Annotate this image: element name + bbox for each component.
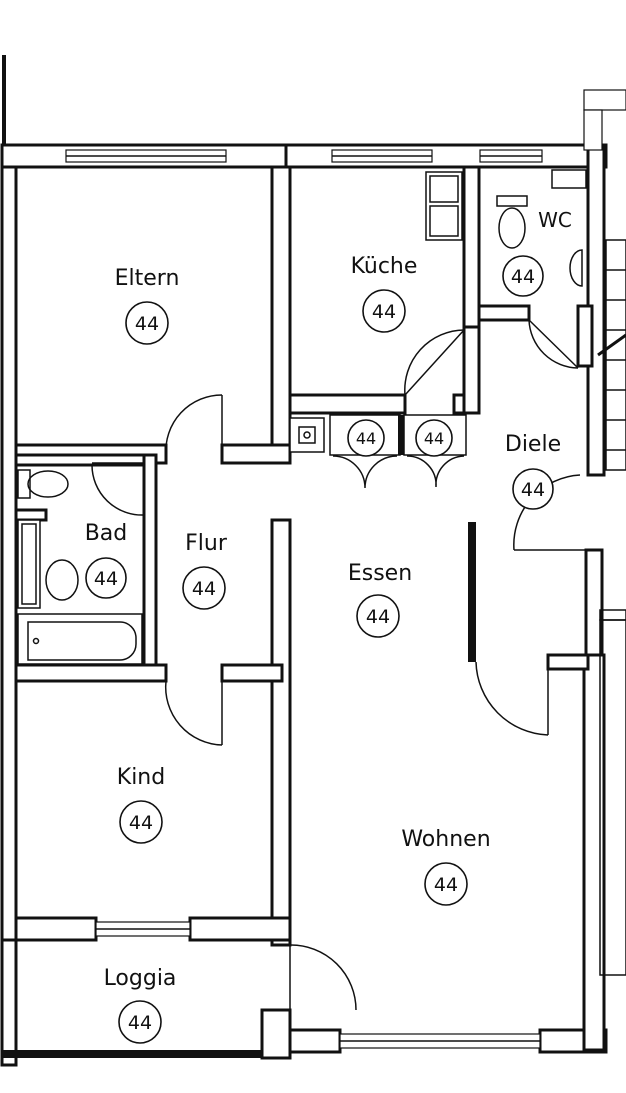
room-label-bad: Bad bbox=[85, 521, 128, 546]
staircase bbox=[597, 239, 626, 471]
room-code-bad: 44 bbox=[94, 568, 118, 590]
wall-kind-bottom-left bbox=[14, 916, 98, 942]
room-code-wohnen: 44 bbox=[434, 874, 458, 896]
room-label-essen: Essen bbox=[348, 561, 412, 586]
door-wohnen bbox=[475, 661, 549, 736]
wall-eltern-kueche bbox=[270, 165, 292, 454]
wall-left bbox=[0, 143, 18, 942]
room-code-wc: 44 bbox=[511, 266, 535, 288]
room-label-diele: Diele bbox=[505, 432, 561, 457]
room-label-kueche: Küche bbox=[351, 254, 418, 279]
stove-icon bbox=[289, 417, 325, 453]
wall-wohnen-right bbox=[582, 653, 606, 1052]
bad-toilet-icon bbox=[27, 470, 69, 498]
doors bbox=[91, 319, 586, 1011]
wall-kueche-bottom bbox=[288, 393, 407, 415]
wall-loggia-left bbox=[0, 938, 18, 1067]
room-code-diele: 44 bbox=[521, 479, 545, 501]
bad-sink-icon bbox=[45, 559, 79, 601]
door-bad bbox=[91, 464, 145, 516]
door-loggia bbox=[289, 944, 357, 1011]
wall-wc-bottom bbox=[477, 304, 531, 322]
wall-loggia-right bbox=[260, 1008, 292, 1060]
wall-flur-right bbox=[270, 518, 292, 947]
bad-cabinet bbox=[17, 519, 41, 609]
wall-loggia-bottom bbox=[2, 1050, 267, 1058]
stair-railing-side bbox=[583, 109, 603, 151]
fixtures bbox=[17, 169, 587, 665]
cabinet-1-code: 44 bbox=[356, 429, 376, 448]
door-eltern bbox=[165, 394, 223, 456]
room-label-loggia: Loggia bbox=[104, 966, 177, 991]
wall-bad-right bbox=[142, 453, 158, 677]
room-label-wohnen: Wohnen bbox=[401, 827, 490, 852]
wc-shelf bbox=[551, 169, 587, 189]
room-code-kind: 44 bbox=[129, 812, 153, 834]
windows bbox=[65, 89, 626, 1049]
stair-arrow bbox=[597, 333, 626, 357]
door-kind bbox=[164, 680, 223, 746]
stair-railing-top bbox=[583, 89, 626, 111]
wall-wohnen-bottom-left bbox=[288, 1028, 342, 1054]
cabinet-2-code: 44 bbox=[424, 429, 444, 448]
room-label-flur: Flur bbox=[185, 531, 228, 556]
room-label-kind: Kind bbox=[117, 765, 165, 790]
stair-outline bbox=[605, 239, 626, 471]
room-label-eltern: Eltern bbox=[115, 266, 180, 291]
wall-bad-bottom bbox=[14, 663, 168, 683]
room-code-loggia: 44 bbox=[128, 1012, 152, 1034]
room-label-wc: WC bbox=[538, 208, 572, 232]
wc-cistern bbox=[496, 195, 528, 207]
door-wc bbox=[528, 319, 579, 369]
wall-wohnen-top-stub bbox=[546, 653, 590, 671]
room-code-flur: 44 bbox=[192, 578, 216, 600]
wall-kueche-right-lower bbox=[462, 325, 481, 415]
cabinet-1-doors bbox=[332, 455, 398, 489]
wall-stub-top bbox=[2, 55, 6, 145]
cabinet-2-doors bbox=[406, 455, 465, 488]
wall-eltern-bottom-right bbox=[220, 443, 292, 465]
wall-kueche-wc bbox=[462, 165, 481, 329]
wall-kind-bottom-right bbox=[188, 916, 292, 942]
wall-bad-inner bbox=[14, 508, 48, 522]
wall-kind-top-right bbox=[220, 663, 284, 683]
wall-far-right-cap bbox=[599, 609, 626, 621]
room-labels: Eltern 44 Küche 44 WC 44 Diele 44 Bad 44… bbox=[85, 208, 572, 1044]
toilet-icon bbox=[498, 207, 526, 249]
wc-basin-icon bbox=[569, 249, 583, 287]
room-code-essen: 44 bbox=[366, 606, 390, 628]
room-code-eltern: 44 bbox=[135, 313, 159, 335]
room-code-kueche: 44 bbox=[372, 301, 396, 323]
wall-wc-right-stub bbox=[576, 304, 594, 368]
door-kueche bbox=[404, 329, 465, 396]
wall-right-mid bbox=[584, 548, 604, 657]
wall-essen-diele bbox=[468, 522, 476, 662]
